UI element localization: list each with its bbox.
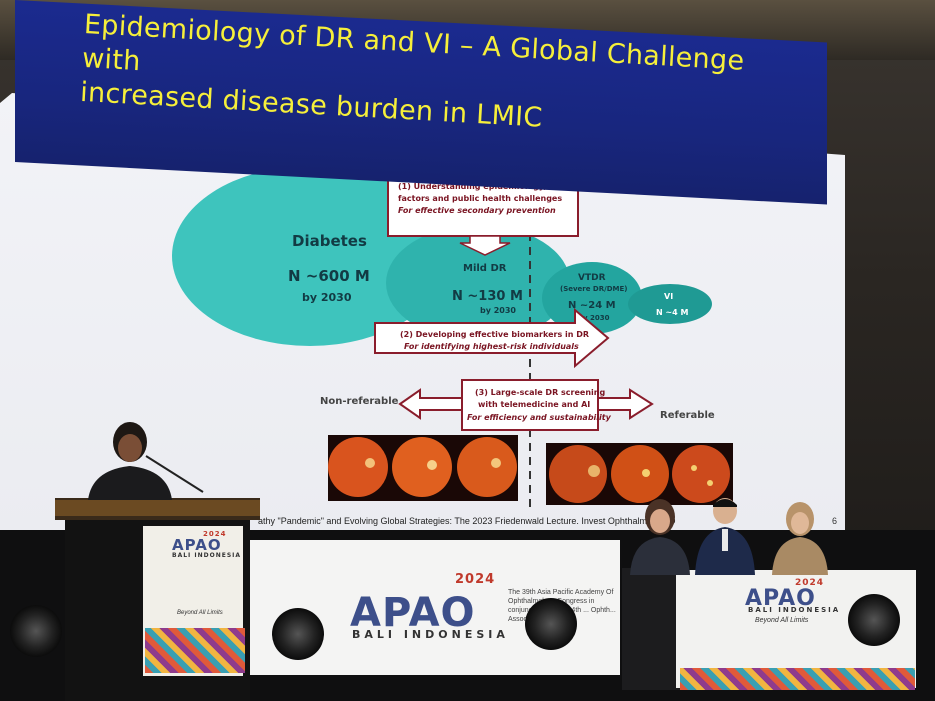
panelist-center <box>695 498 755 575</box>
panelist-left <box>630 499 690 575</box>
box2-line2: For identifying highest-risk individuals <box>404 342 579 351</box>
speaker-person <box>88 422 204 500</box>
podium-banner-year: 2024 <box>203 530 227 538</box>
table-banner-year: 2024 <box>795 578 825 588</box>
fundus-photo <box>549 445 607 503</box>
panel-table-side <box>622 568 680 690</box>
box3-line3: For efficiency and sustainability <box>467 413 612 422</box>
vtdr-ellipse <box>542 262 642 334</box>
vtdr-label: VTDR <box>578 273 606 283</box>
podium-microphone <box>145 455 204 493</box>
callout-arrow-2: (2) Developing effective biomarkers in D… <box>374 307 610 369</box>
vi-label: VI <box>664 292 673 301</box>
mild-dr-year: by 2030 <box>480 306 516 315</box>
stage-light-center <box>525 598 577 650</box>
box1-line2: factors and public health challenges <box>398 194 562 203</box>
non-referable-label: Non-referable <box>320 396 399 407</box>
box3-line2: with telemedicine and AI <box>478 400 590 409</box>
banner-location: BALI INDONESIA <box>352 628 509 641</box>
stage-light-center-left <box>272 608 324 660</box>
fundus-images-nonreferable <box>328 435 518 501</box>
vi-count: N ~4 M <box>656 308 689 317</box>
podium-apao-logo: APAO <box>172 536 222 554</box>
stage-light-left <box>10 605 62 657</box>
vtdr-count: N ~24 M <box>568 300 616 311</box>
mild-dr-ellipse <box>386 225 570 341</box>
panelist-right <box>772 502 828 575</box>
vtdr-sub: (Severe DR/DME) <box>560 285 627 293</box>
callout-double-arrow-3: (3) Large-scale DR screening with teleme… <box>398 379 654 431</box>
box3-line1: (3) Large-scale DR screening <box>475 388 605 397</box>
diabetes-year: by 2030 <box>302 291 352 304</box>
table-banner-tagline: Beyond All Limits <box>755 617 809 624</box>
podium-banner-tagline: Beyond All Limits <box>177 610 223 616</box>
panelists <box>630 498 828 575</box>
banner-year: 2024 <box>455 572 496 587</box>
banner-apao-logo: APAO <box>350 590 476 636</box>
box1-line3: For effective secondary prevention <box>398 206 556 215</box>
slide-page-number: 6 <box>832 516 838 526</box>
slide-citation: athy "Pandemic" and Evolving Global Stra… <box>258 516 676 526</box>
mild-dr-count: N ~130 M <box>452 289 523 304</box>
mild-dr-label: Mild DR <box>463 263 507 274</box>
table-banner-location: BALI INDONESIA <box>748 606 841 614</box>
diabetes-label: Diabetes <box>292 232 367 250</box>
box2-line1: (2) Developing effective biomarkers in D… <box>400 330 589 339</box>
fundus-photo <box>672 445 730 503</box>
vi-ellipse <box>628 284 712 324</box>
slide-diagram: Diabetes N ~600 M by 2030 Mild DR N ~130… <box>172 166 733 513</box>
stage-light-right <box>848 594 900 646</box>
diabetes-ellipse <box>172 166 448 346</box>
vtdr-year: by 2030 <box>578 314 610 322</box>
fundus-photo <box>392 437 452 497</box>
diabetes-count: N ~600 M <box>288 267 370 285</box>
fundus-photo <box>457 437 517 497</box>
fundus-photo <box>328 437 388 497</box>
fundus-images-referable <box>546 443 733 505</box>
podium-banner-location: BALI INDONESIA <box>172 552 242 559</box>
table-fabric-pattern <box>680 668 915 690</box>
referable-label: Referable <box>660 410 715 421</box>
fundus-photo <box>611 445 669 503</box>
table-apao-logo: APAO <box>745 586 816 611</box>
podium-fabric-pattern <box>145 628 245 673</box>
